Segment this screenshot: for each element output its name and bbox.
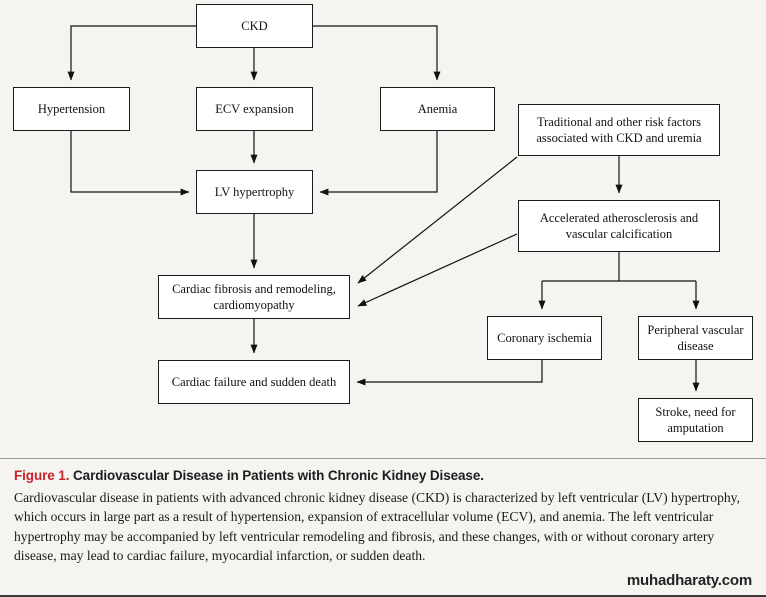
node-accelerated-atherosclerosis[interactable]: Accelerated atherosclerosis and vascular… (518, 200, 720, 252)
node-risk-factors[interactable]: Traditional and other risk factors assoc… (518, 104, 720, 156)
node-stroke-amputation-label: Stroke, need for amputation (655, 404, 736, 436)
node-cardiac-failure-label: Cardiac failure and sudden death (171, 374, 337, 389)
node-peripheral-vascular-disease[interactable]: Peripheral vascular disease (638, 316, 753, 360)
node-lv-hypertrophy[interactable]: LV hypertrophy (196, 170, 313, 214)
edge-riskfactors-to-cardiac-fibrosis (357, 156, 518, 284)
node-ckd-label: CKD (241, 18, 268, 33)
node-ckd[interactable]: CKD (196, 4, 313, 48)
edge-coronary-to-cardiac-failure (356, 360, 543, 386)
figure-caption: Figure 1. Cardiovascular Disease in Pati… (0, 460, 766, 595)
node-stroke-amputation[interactable]: Stroke, need for amputation (638, 398, 753, 442)
edge-hypertension-to-lv (70, 131, 190, 196)
caption-divider (0, 458, 766, 459)
caption-title-line: Figure 1. Cardiovascular Disease in Pati… (14, 468, 752, 483)
flowchart-diagram: CKD Hypertension ECV expansion Anemia Tr… (13, 4, 753, 442)
node-coronary-ischemia-label: Coronary ischemia (497, 330, 592, 345)
edge-ckd-to-anemia (313, 25, 441, 81)
node-lv-hypertrophy-label: LV hypertrophy (214, 184, 295, 199)
watermark-text: muhadharaty.com (626, 572, 752, 589)
node-cardiac-fibrosis-label: Cardiac fibrosis and remodeling, cardiom… (172, 281, 336, 313)
node-accelerated-atherosclerosis-label: Accelerated atherosclerosis and vascular… (539, 210, 699, 242)
node-cardiac-fibrosis[interactable]: Cardiac fibrosis and remodeling, cardiom… (158, 275, 350, 319)
node-coronary-ischemia[interactable]: Coronary ischemia (487, 316, 602, 360)
edge-ckd-to-hypertension (67, 25, 196, 81)
figure-number-label: Figure 1. (14, 468, 70, 483)
node-ecv-expansion[interactable]: ECV expansion (196, 87, 313, 131)
node-cardiac-failure[interactable]: Cardiac failure and sudden death (158, 360, 350, 404)
node-risk-factors-label: Traditional and other risk factors assoc… (536, 114, 702, 146)
node-ecv-expansion-label: ECV expansion (215, 101, 294, 116)
edge-anemia-to-lv (319, 131, 438, 196)
caption-body-text: Cardiovascular disease in patients with … (14, 490, 740, 563)
node-anemia[interactable]: Anemia (380, 87, 495, 131)
flowchart-connectors (67, 25, 700, 392)
edge-atherosclerosis-to-cardiac-fibrosis (357, 233, 518, 307)
node-anemia-label: Anemia (417, 101, 458, 116)
node-hypertension[interactable]: Hypertension (13, 87, 130, 131)
node-hypertension-label: Hypertension (37, 101, 106, 116)
node-peripheral-vascular-disease-label: Peripheral vascular disease (647, 322, 744, 354)
caption-title-text: Cardiovascular Disease in Patients with … (73, 468, 484, 483)
